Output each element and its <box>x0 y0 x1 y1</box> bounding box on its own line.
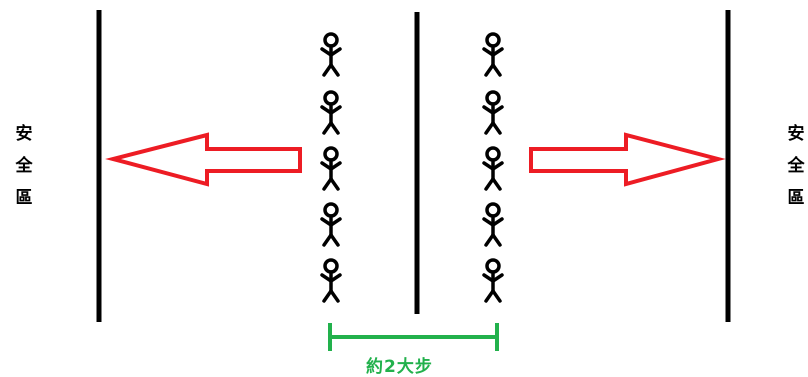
right-people-column <box>482 32 504 303</box>
stick-figure-icon <box>320 90 342 135</box>
left-zone-char-2: 全 <box>15 156 33 176</box>
right-zone-char-3: 區 <box>787 188 805 208</box>
right-safe-zone-label: 安 全 區 <box>786 118 806 214</box>
stick-figure-icon <box>482 202 504 247</box>
right-zone-char-2: 全 <box>787 156 805 176</box>
distance-label: 約2大步 <box>366 357 433 377</box>
stick-figure-icon <box>482 90 504 135</box>
stick-figure-icon <box>320 146 342 191</box>
distance-bracket <box>328 323 499 351</box>
left-safe-zone-label: 安 全 區 <box>14 118 34 214</box>
stick-figure-icon <box>482 146 504 191</box>
stick-figure-icon <box>320 32 342 77</box>
left-zone-char-3: 區 <box>15 188 33 208</box>
stick-figure-icon <box>482 258 504 303</box>
left-people-column <box>320 32 342 303</box>
stick-figure-icon <box>320 202 342 247</box>
right-zone-char-1: 安 <box>787 124 805 144</box>
stick-figure-icon <box>320 258 342 303</box>
left-arrow-icon <box>105 132 302 187</box>
stick-figure-icon <box>482 32 504 77</box>
right-arrow-icon <box>529 132 726 187</box>
left-zone-char-1: 安 <box>15 124 33 144</box>
